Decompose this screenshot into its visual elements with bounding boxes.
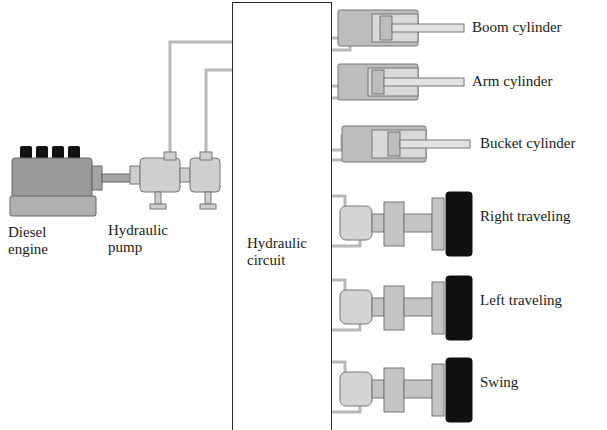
- bucket-cylinder: [342, 126, 470, 162]
- diesel-engine: [10, 146, 132, 216]
- actuator-label: Bucket cylinder: [480, 135, 575, 152]
- actuator-label: Swing: [480, 374, 518, 391]
- actuator-label: Arm cylinder: [472, 73, 552, 90]
- actuator-label: Boom cylinder: [472, 19, 562, 36]
- boom-cylinder: [338, 10, 464, 46]
- arm-cylinder: [338, 64, 464, 100]
- circuit-box: Hydraulic circuit: [232, 2, 332, 430]
- swing-motor: [340, 358, 472, 422]
- actuator-label: Left traveling: [480, 292, 562, 309]
- actuator-label: Right traveling: [480, 208, 570, 225]
- engine-label: Diesel engine: [8, 224, 78, 258]
- right-traveling-motor: [340, 192, 472, 256]
- left-traveling-motor: [340, 276, 472, 340]
- box-text: Hydraulic circuit: [247, 235, 321, 269]
- pump-label: Hydraulic pump: [108, 222, 184, 256]
- hydraulic-pump: [130, 152, 220, 209]
